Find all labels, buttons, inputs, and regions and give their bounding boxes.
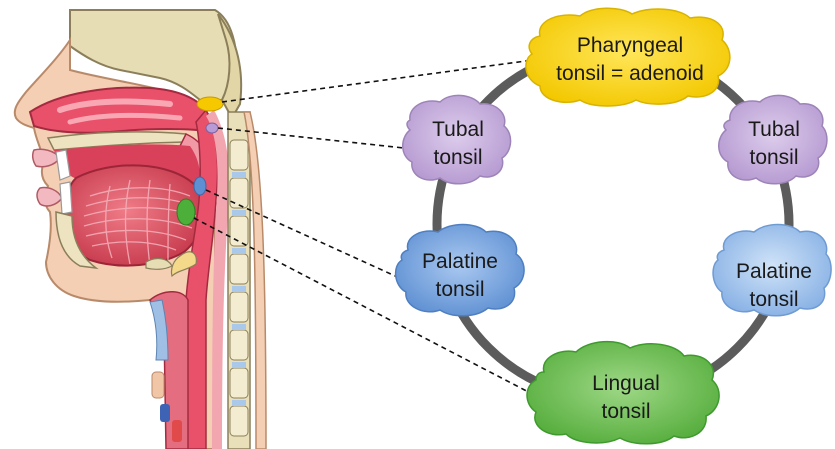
- head-sagittal-section-illustration: [15, 10, 266, 449]
- pharyngeal-cloud: [526, 8, 730, 106]
- tubal-right-label-line2: tonsil: [749, 146, 798, 169]
- lingual-tonsil-marker: [177, 199, 195, 225]
- tubal-tonsil-right-node: Tubal tonsil: [719, 95, 827, 183]
- lower-incisor: [60, 182, 72, 214]
- palatine-tonsil-right-node: Palatine tonsil: [713, 225, 831, 316]
- tubal-tonsil-marker: [206, 123, 218, 133]
- tubal-right-label-line1: Tubal: [748, 118, 800, 141]
- cervical-vertebrae: [228, 112, 250, 449]
- palatine-right-label-line2: tonsil: [749, 288, 798, 311]
- lingual-label-line2: tonsil: [601, 400, 650, 423]
- tubal-left-label-line2: tonsil: [433, 146, 482, 169]
- palatine-left-label-line1: Palatine: [422, 250, 498, 273]
- lingual-tonsil-node: Lingual tonsil: [527, 342, 719, 444]
- palatine-left-label-line2: tonsil: [435, 278, 484, 301]
- palatine-tonsil-left-node: Palatine tonsil: [396, 225, 524, 316]
- pharyngeal-label-line1: Pharyngeal: [577, 34, 683, 57]
- palatine-right-label-line1: Palatine: [736, 260, 812, 283]
- cricoid-cartilage: [152, 372, 164, 398]
- pharyngeal-label-line2: tonsil = adenoid: [556, 62, 704, 85]
- palatine-tonsil-marker: [194, 177, 206, 195]
- tubal-left-label-line1: Tubal: [432, 118, 484, 141]
- trachea-ring: [172, 420, 182, 442]
- tubal-tonsil-left-node: Tubal tonsil: [403, 95, 511, 183]
- pharyngeal-tonsil-node: Pharyngeal tonsil = adenoid: [526, 8, 730, 106]
- trachea-ring: [160, 404, 170, 422]
- adenoid-marker: [197, 97, 223, 111]
- lingual-label-line1: Lingual: [592, 372, 660, 395]
